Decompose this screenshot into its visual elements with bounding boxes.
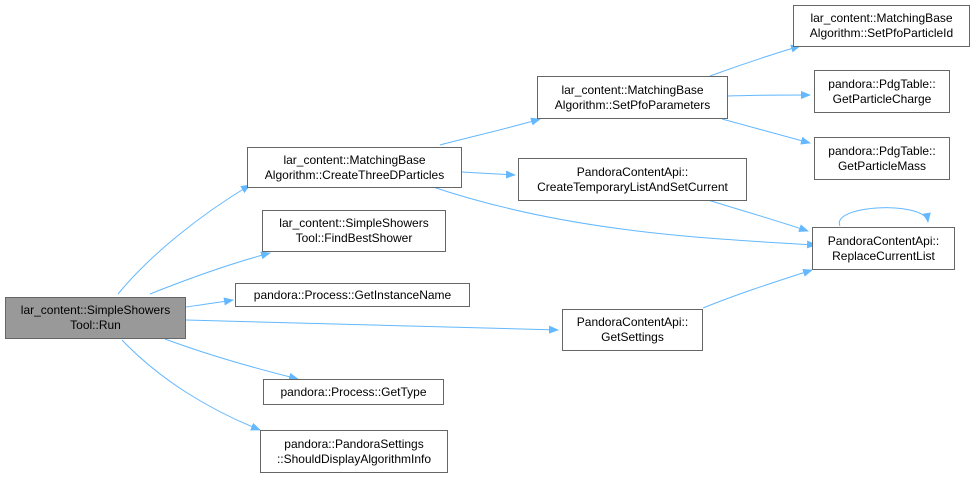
node-line: PandoraContentApi::	[576, 315, 689, 329]
node-line: PandoraContentApi::	[576, 164, 689, 179]
node-line: lar_content::SimpleShowers	[20, 303, 171, 317]
node-line: pandora::PandoraSettings	[284, 436, 424, 451]
node-get-particle-charge[interactable]: pandora::PdgTable:: GetParticleCharge	[814, 70, 950, 113]
node-line: Tool::Run	[70, 318, 121, 332]
node-line: Algorithm::SetPfoParameters	[554, 97, 711, 112]
node-get-particle-mass[interactable]: pandora::PdgTable:: GetParticleMass	[814, 137, 950, 180]
edge-getsettings-to-replace	[702, 268, 813, 309]
node-line: CreateTemporaryListAndSetCurrent	[537, 179, 728, 194]
node-set-pfo-particle-id[interactable]: lar_content::MatchingBase Algorithm::Set…	[793, 5, 970, 47]
edge-root-to-gettype	[164, 338, 299, 381]
node-get-type[interactable]: pandora::Process::GetType	[263, 379, 444, 405]
node-line: pandora::Process::GetInstanceName	[253, 287, 452, 302]
node-get-instance-name[interactable]: pandora::Process::GetInstanceName	[235, 283, 470, 307]
edge-root-to-should	[121, 339, 261, 431]
node-line: pandora::PdgTable::	[828, 76, 936, 91]
edge-replace-self-loop	[839, 207, 931, 227]
node-get-settings[interactable]: PandoraContentApi:: GetSettings	[562, 309, 703, 351]
edge-setparams-to-charge	[727, 91, 811, 100]
edge-createtmp-to-replace	[707, 199, 809, 232]
node-line: GetSettings	[601, 330, 664, 344]
edge-root-to-find	[149, 251, 271, 295]
node-line: GetParticleCharge	[832, 91, 932, 106]
edge-setparams-to-setpfoid	[709, 44, 801, 77]
edge-setparams-to-mass	[721, 118, 811, 145]
node-find-best-shower[interactable]: lar_content::SimpleShowers Tool::FindBes…	[262, 210, 446, 252]
node-set-pfo-parameters[interactable]: lar_content::MatchingBase Algorithm::Set…	[537, 76, 728, 119]
node-line: Algorithm::CreateThreeDParticles	[264, 167, 445, 182]
edge-create-to-setparams	[439, 117, 541, 146]
node-line: ::ShouldDisplayAlgorithmInfo	[276, 451, 432, 466]
edge-root-to-getinst	[185, 297, 234, 308]
edge-root-to-create	[117, 184, 251, 295]
edge-create-to-createtmp	[461, 170, 516, 179]
node-line: lar_content::MatchingBase	[283, 152, 426, 167]
node-line: lar_content::SimpleShowers	[279, 216, 429, 230]
node-simpleshowers-run: lar_content::SimpleShowers Tool::Run	[5, 297, 186, 339]
edge-root-to-getsettings	[185, 319, 559, 334]
edge-create-to-replace	[429, 185, 817, 249]
node-line: ReplaceCurrentList	[832, 248, 935, 263]
node-line: Algorithm::SetPfoParticleId	[809, 26, 954, 40]
node-create-three-d-particles[interactable]: lar_content::MatchingBase Algorithm::Cre…	[247, 147, 462, 188]
node-line: pandora::Process::GetType	[280, 384, 427, 399]
node-line: Tool::FindBestShower	[295, 231, 413, 245]
node-should-display-algorithm-info[interactable]: pandora::PandoraSettings ::ShouldDisplay…	[260, 430, 448, 473]
node-line: GetParticleMass	[837, 158, 926, 173]
node-line: lar_content::MatchingBase	[810, 11, 953, 25]
node-replace-current-list[interactable]: PandoraContentApi:: ReplaceCurrentList	[812, 227, 955, 270]
node-line: PandoraContentApi::	[827, 233, 940, 248]
node-line: pandora::PdgTable::	[828, 143, 936, 158]
node-line: lar_content::MatchingBase	[561, 82, 704, 97]
node-create-temporary-list[interactable]: PandoraContentApi:: CreateTemporaryListA…	[518, 158, 747, 201]
